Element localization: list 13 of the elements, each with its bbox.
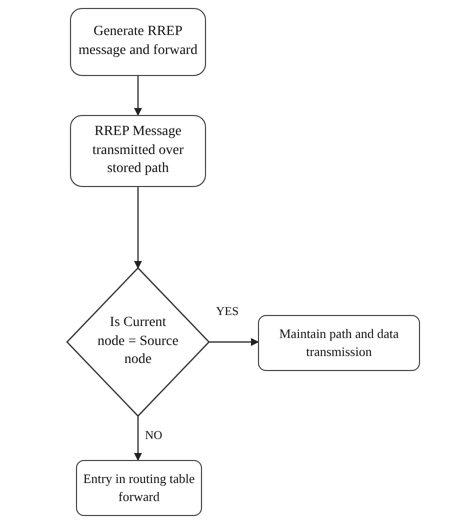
node-text: Entry in routing table forward [82, 470, 196, 506]
node-text: RREP Message transmitted over stored path [91, 122, 185, 178]
node-text: Generate RREP message and forward [78, 23, 198, 60]
process-box [76, 460, 202, 516]
arrow [134, 416, 142, 461]
process-box [258, 315, 420, 371]
arrow [209, 338, 259, 346]
node-text: Maintain path and data transmission [278, 325, 400, 361]
arrow [134, 76, 142, 116]
process-box [70, 115, 206, 187]
arrow [134, 187, 142, 269]
node-text: Is Current node = Source node [96, 314, 180, 370]
process-box [70, 8, 206, 76]
